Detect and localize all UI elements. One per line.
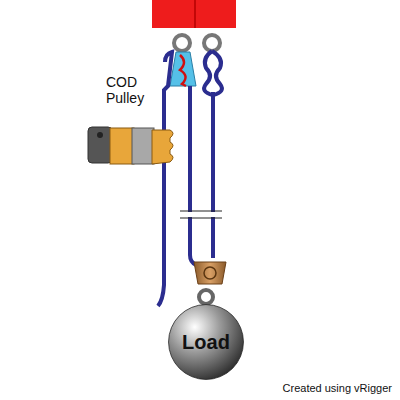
pulley-block bbox=[194, 262, 226, 284]
anchor-beam bbox=[152, 0, 236, 28]
beam-divider bbox=[194, 0, 196, 28]
anchor-ring bbox=[174, 35, 190, 51]
anchor-ring bbox=[204, 35, 220, 51]
gloved-hand bbox=[88, 127, 173, 164]
rope-standing bbox=[211, 92, 215, 258]
load-sphere: Load bbox=[167, 303, 245, 381]
rope-tail bbox=[158, 52, 172, 306]
load-label: Load bbox=[182, 331, 230, 354]
rope-lead bbox=[190, 86, 196, 265]
figure-eight-knot bbox=[204, 51, 222, 95]
part-label: COD Pulley bbox=[106, 74, 156, 106]
red-sling bbox=[180, 55, 186, 86]
cod-pulley bbox=[170, 52, 196, 86]
watermark: Created using vRigger bbox=[283, 382, 392, 394]
load-ring bbox=[199, 290, 213, 304]
rope-break bbox=[180, 212, 222, 217]
